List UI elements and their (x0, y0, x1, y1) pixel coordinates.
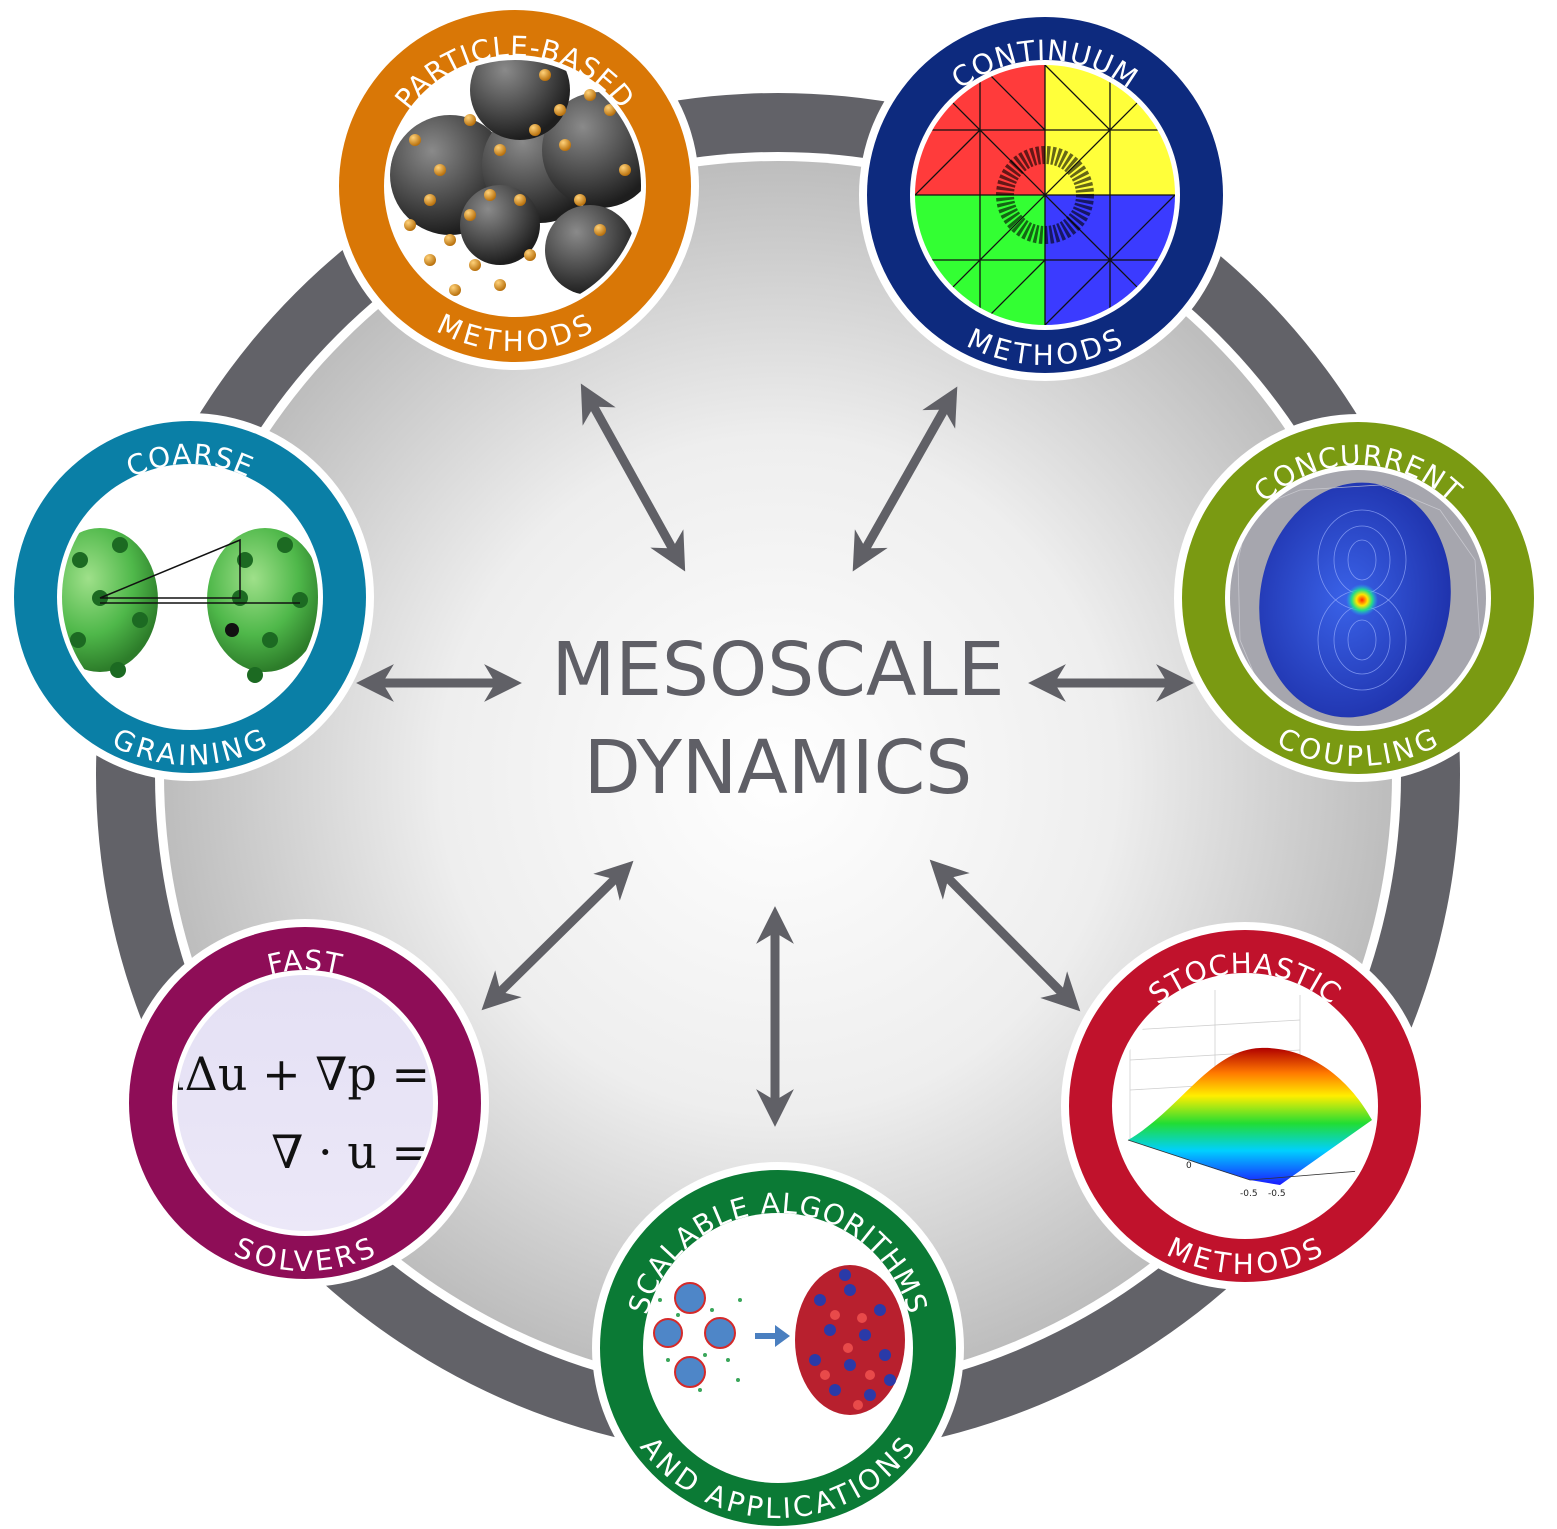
arrow-stochastic (929, 859, 1081, 1012)
stochastic-surface-image: 0 -0.5 -0.5 0 (1117, 978, 1373, 1234)
arrow-solvers (481, 860, 634, 1011)
node-coarse-graining[interactable]: COARSE GRAINING (6, 413, 374, 781)
center-title-line2: DYNAMICS (584, 725, 972, 811)
coupling-image (1230, 470, 1486, 726)
node-scalable-algorithms[interactable]: SCALABLE ALGORITHMS AND APPLICATIONS (592, 1162, 964, 1529)
stoch-tick-b: -0.5 (1240, 1189, 1258, 1199)
node-particle-based[interactable]: PARTICLE-BASED METHODS (331, 2, 699, 370)
arrow-continuum (852, 386, 958, 572)
node-fast-solvers[interactable]: μΔu + ∇p = ∇ · u = FAST SOLVERS (121, 919, 489, 1287)
arrows (356, 383, 1194, 1127)
equation-line1: μΔu + ∇p = (155, 1047, 430, 1101)
solvers-equation-image: μΔu + ∇p = ∇ · u = (155, 975, 433, 1231)
cluster (795, 1265, 905, 1415)
continuum-mesh-image (915, 65, 1175, 325)
center-title-line1: MESOSCALE (551, 627, 1004, 713)
stoch-tick-a: 0 (1186, 1161, 1192, 1171)
node-concurrent-coupling[interactable]: CONCURRENT COUPLING (1174, 414, 1542, 782)
scalable-image (648, 1218, 908, 1478)
particle-image (389, 60, 641, 312)
arrow-particle (580, 383, 686, 572)
stoch-tick-c: -0.5 (1268, 1189, 1286, 1199)
equation-line2: ∇ · u = (271, 1125, 430, 1179)
node-stochastic[interactable]: 0 -0.5 -0.5 0 STOCHASTIC METHODS (1061, 922, 1429, 1290)
node-continuum[interactable]: CONTINUUM METHODS (859, 9, 1231, 381)
coarse-graining-image (62, 469, 318, 725)
